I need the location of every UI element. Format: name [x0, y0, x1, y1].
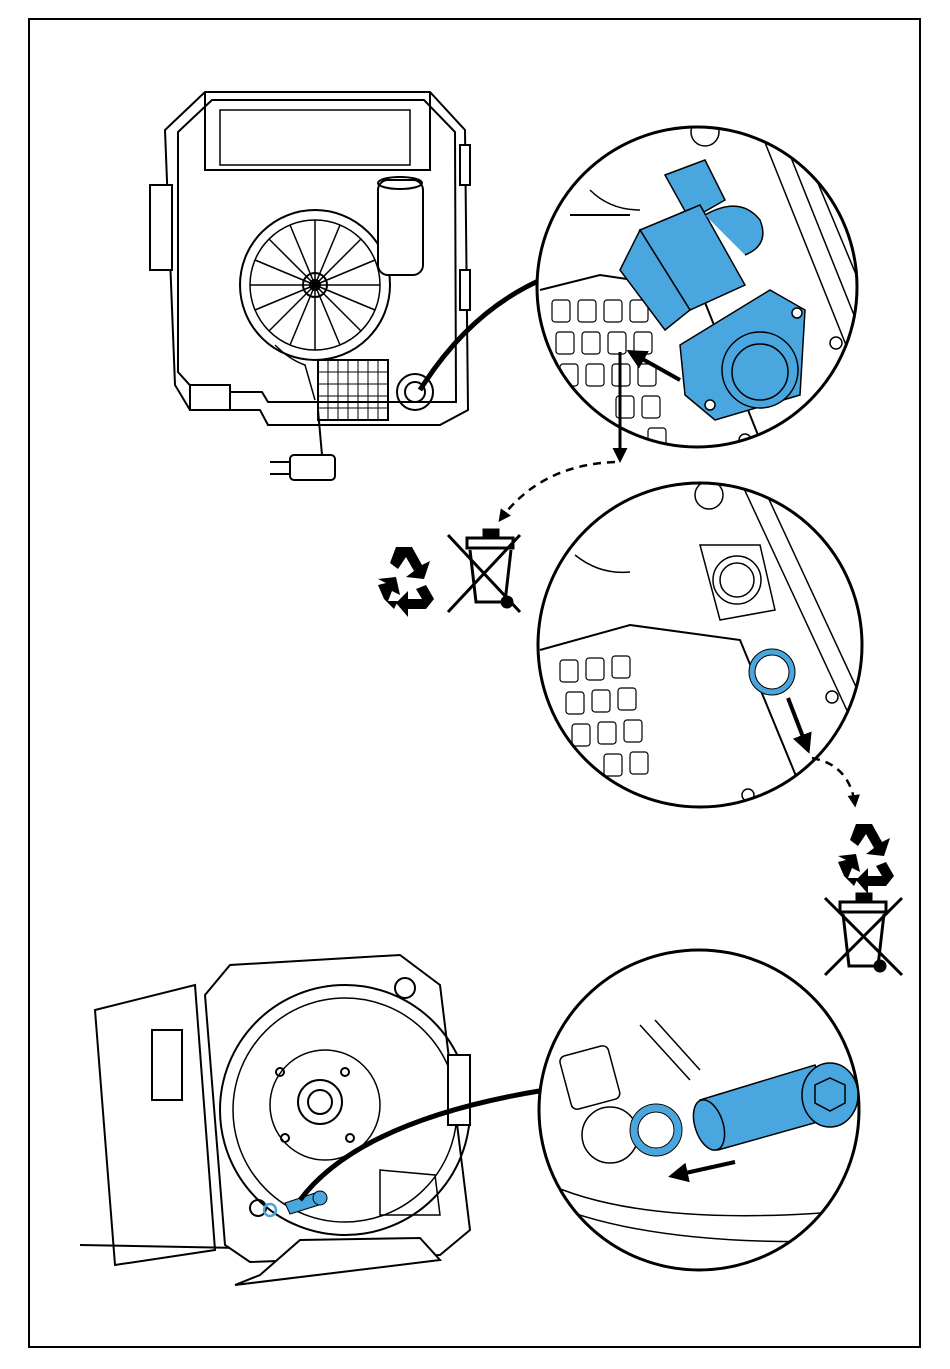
- detail-circle-seal: [538, 480, 890, 810]
- crossed-bin-icon: [448, 530, 520, 612]
- recycle-icon: [838, 824, 894, 894]
- appliance-back-view: [150, 92, 470, 480]
- recycle-icon: [378, 547, 434, 617]
- crossed-bin-icon: [825, 894, 902, 975]
- appliance-side-view: [80, 955, 470, 1285]
- detail-circle-bolt: [539, 950, 870, 1270]
- detail-circle-valve: [537, 118, 900, 460]
